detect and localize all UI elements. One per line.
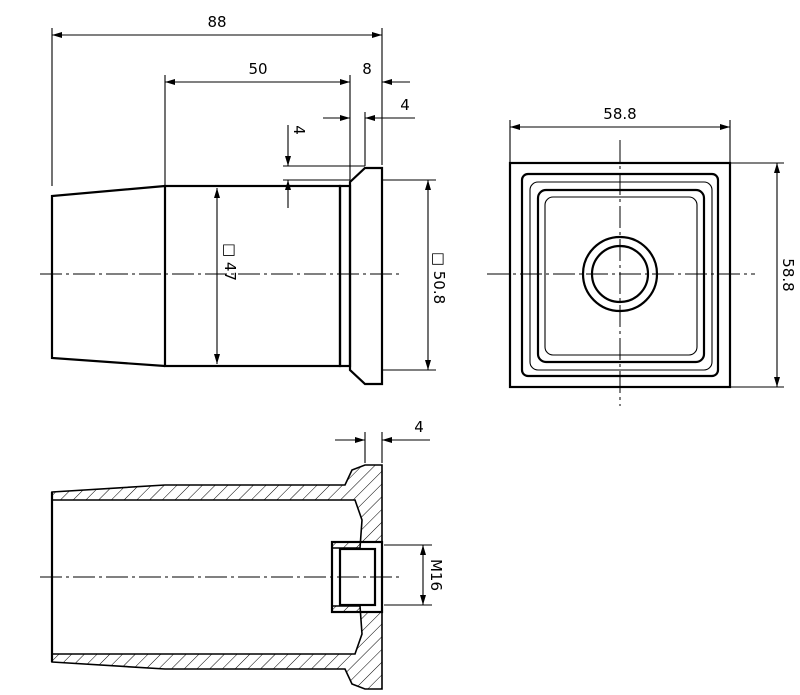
- side-view: 58.8 58.8: [487, 105, 797, 406]
- dim-thread: M16: [427, 559, 445, 591]
- section-view: 4 M16: [40, 418, 445, 690]
- body: [163, 184, 342, 368]
- dim-overall-length: 88: [207, 13, 226, 31]
- dim-body-length: 50: [248, 60, 267, 78]
- tapered-end: [50, 184, 166, 368]
- flange: [348, 166, 384, 386]
- dim-flange-step: 4: [400, 96, 410, 114]
- inner-edge: [544, 196, 698, 356]
- dim-width: 58.8: [603, 105, 636, 123]
- dim-flange-length: 8: [362, 60, 372, 78]
- dim-flange-square: □ 50.8: [430, 252, 448, 304]
- dim-height: 58.8: [779, 258, 797, 291]
- neck: [338, 184, 352, 368]
- top-wall-section: [51, 464, 383, 549]
- chamfer-edge: [529, 181, 713, 371]
- bottom-wall-section: [51, 605, 383, 690]
- dim-chamfer: 4: [290, 125, 308, 135]
- front-view: 88 50 8 4 4 □ 47 □ 50.8: [40, 13, 448, 386]
- body-edge: [536, 188, 706, 364]
- dim-body-square: □ 47: [221, 243, 239, 281]
- dim-flange-thickness: 4: [414, 418, 424, 436]
